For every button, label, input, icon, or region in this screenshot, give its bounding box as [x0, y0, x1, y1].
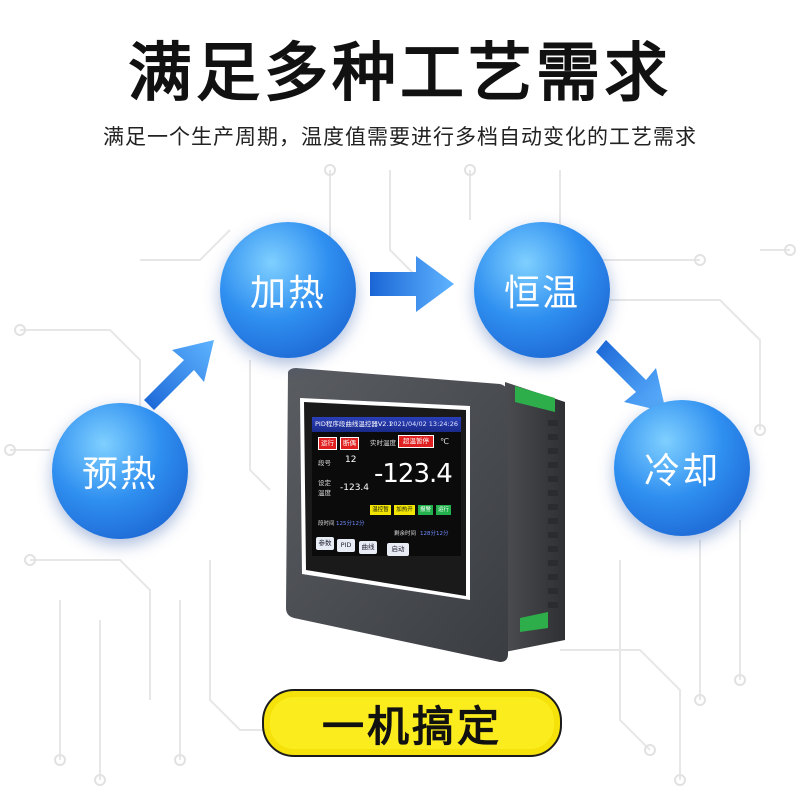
- unit-label: ℃: [440, 437, 449, 446]
- status-mini-4: 运行: [436, 505, 451, 515]
- screen-title-bar: PID程序段曲线温控器V2.1 2021/04/02 13:24:26: [312, 417, 461, 432]
- label-time: 段时间: [318, 521, 335, 527]
- arrow-up-right-icon: [144, 340, 214, 410]
- time-value: 125分12分: [336, 521, 365, 527]
- device-screen: PID程序段曲线温控器V2.1 2021/04/02 13:24:26 运行 断…: [312, 417, 461, 556]
- segment-value: 12: [345, 455, 357, 465]
- label-measured: 实时温度: [370, 439, 396, 447]
- screen-datetime: 2021/04/02 13:24:26: [389, 420, 458, 428]
- chip-fault: 断偶: [340, 437, 359, 450]
- measured-value: -123.4: [374, 459, 453, 489]
- remaining-value: 128分12分: [420, 531, 449, 537]
- arrow-down-right-icon: [596, 340, 666, 412]
- pid-button[interactable]: PID: [337, 539, 355, 552]
- arrow-right-icon: [370, 256, 454, 312]
- chip-run: 运行: [318, 437, 337, 450]
- label-temp: 温度: [318, 489, 331, 497]
- footer-badge: 一机搞定: [262, 689, 562, 757]
- start-button[interactable]: 启动: [387, 543, 409, 556]
- label-remaining: 剩余时间: [394, 531, 417, 537]
- params-button[interactable]: 参数: [316, 537, 334, 550]
- label-segment: 段号: [318, 459, 331, 467]
- stage-preheat: 预热: [52, 403, 188, 539]
- stage-heat: 加热: [220, 222, 356, 358]
- status-mini-3: 报警: [418, 505, 433, 515]
- status-mini-1: 温控暂停: [370, 505, 391, 523]
- curve-button[interactable]: 曲线: [359, 541, 377, 554]
- stage-hold: 恒温: [474, 222, 610, 358]
- chip-pause: 超温暂停: [398, 435, 434, 448]
- headline: 满足多种工艺需求: [128, 37, 672, 111]
- label-set: 设定: [318, 479, 331, 487]
- stage-cool: 冷却: [614, 400, 750, 536]
- screen-title: PID程序段曲线温控器V2.1: [315, 420, 393, 428]
- status-mini-2: 加热开: [394, 505, 415, 515]
- subline: 满足一个生产周期，温度值需要进行多档自动变化的工艺需求: [103, 125, 697, 149]
- set-temp-value: -123.4: [340, 483, 370, 493]
